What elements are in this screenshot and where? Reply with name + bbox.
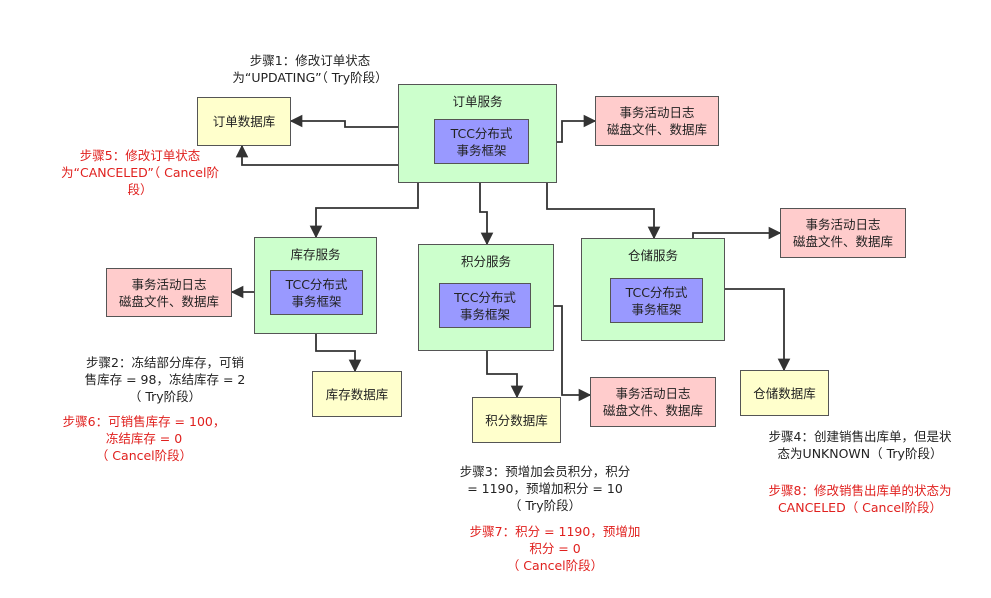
arrow-inventory-to-db — [315, 334, 362, 373]
inventory-service-label: 库存服务 — [290, 247, 341, 262]
step6-note: 步骤6：可销售库存 = 100， 冻结库存 = 0 （ Cancel阶段） — [54, 413, 234, 464]
step8-note: 步骤8：修改销售出库单的状态为 CANCELED（ Cancel阶段） — [760, 482, 960, 516]
step2-line2: 售库存 = 98，冻结库存 = 2 — [84, 372, 246, 387]
step3-note: 步骤3：预增加会员积分，积分 = 1190，预增加积分 = 10 （ Try阶段… — [450, 463, 640, 514]
warehouse-database-label: 仓储数据库 — [753, 385, 816, 401]
points-log-line1: 事务活动日志 — [615, 386, 691, 401]
step5-line2: 为“CANCELED”（ Cancel阶 — [61, 165, 219, 180]
step7-line1: 步骤7：积分 = 1190，预增加 — [469, 524, 641, 539]
step6-line3: （ Cancel阶段） — [95, 448, 193, 463]
inventory-log-line2: 磁盘文件、数据库 — [118, 293, 219, 309]
order-service-label: 订单服务 — [452, 94, 503, 109]
arrow-order-to-db-cancel — [235, 144, 398, 166]
step1-line1: 步骤1：修改订单状态 — [249, 53, 371, 68]
order-log-line1: 事务活动日志 — [619, 105, 695, 120]
step2-line1: 步骤2：冻结部分库存，可销 — [86, 355, 244, 370]
inventory-tcc-framework: TCC分布式 事务框架 — [270, 270, 363, 315]
inventory-log: 事务活动日志 磁盘文件、数据库 — [106, 268, 232, 317]
order-tcc-line2: 事务框架 — [456, 142, 507, 158]
order-database-label: 订单数据库 — [212, 114, 276, 129]
points-tcc-framework: TCC分布式 事务框架 — [439, 283, 531, 328]
warehouse-tcc-line1: TCC分布式 — [625, 284, 688, 300]
order-log: 事务活动日志 磁盘文件、数据库 — [595, 96, 719, 146]
step2-note: 步骤2：冻结部分库存，可销 售库存 = 98，冻结库存 = 2 （ Try阶段） — [75, 354, 255, 405]
inventory-tcc-line2: 事务框架 — [291, 293, 342, 309]
points-database: 积分数据库 — [472, 397, 561, 443]
points-tcc-line1: TCC分布式 — [454, 289, 516, 305]
step2-line3: （ Try阶段） — [128, 389, 202, 404]
step4-note: 步骤4：创建销售出库单，但是状 态为UNKNOWN（ Try阶段） — [760, 428, 960, 462]
step6-line2: 冻结库存 = 0 — [105, 431, 183, 446]
step4-line2: 态为UNKNOWN（ Try阶段） — [777, 446, 943, 461]
step3-line1: 步骤3：预增加会员积分，积分 — [459, 464, 631, 479]
step3-line3: （ Try阶段） — [508, 498, 582, 513]
warehouse-log-line1: 事务活动日志 — [805, 217, 881, 232]
order-tcc-line1: TCC分布式 — [450, 125, 513, 141]
warehouse-tcc-framework: TCC分布式 事务框架 — [610, 278, 703, 323]
warehouse-service-label: 仓储服务 — [627, 248, 678, 263]
inventory-log-line1: 事务活动日志 — [131, 276, 207, 292]
inventory-database-label: 库存数据库 — [325, 386, 389, 402]
step1-line2: 为“UPDATING”（ Try阶段） — [232, 70, 388, 85]
inventory-database: 库存数据库 — [312, 371, 402, 417]
order-database: 订单数据库 — [197, 97, 291, 146]
warehouse-log-line2: 磁盘文件、数据库 — [792, 234, 893, 249]
points-database-label: 积分数据库 — [485, 412, 548, 428]
step4-line1: 步骤4：创建销售出库单，但是状 — [768, 429, 952, 444]
arrow-warehouse-to-db — [725, 288, 791, 372]
step6-line1: 步骤6：可销售库存 = 100， — [62, 414, 226, 429]
order-log-line2: 磁盘文件、数据库 — [606, 122, 707, 137]
points-log-line2: 磁盘文件、数据库 — [602, 403, 703, 418]
arrow-order-to-points — [479, 183, 494, 246]
order-tcc-framework: TCC分布式 事务框架 — [434, 119, 529, 164]
arrow-order-to-warehouse — [546, 183, 661, 240]
arrow-points-to-db — [486, 351, 524, 399]
step8-line1: 步骤8：修改销售出库单的状态为 — [768, 483, 952, 498]
step5-line3: 段） — [127, 182, 153, 197]
step5-line1: 步骤5：修改订单状态 — [79, 148, 201, 163]
step5-note: 步骤5：修改订单状态 为“CANCELED”（ Cancel阶 段） — [50, 147, 230, 198]
warehouse-log: 事务活动日志 磁盘文件、数据库 — [780, 208, 906, 258]
warehouse-database: 仓储数据库 — [740, 370, 829, 416]
step7-line3: （ Cancel阶段） — [506, 558, 604, 573]
arrow-order-to-inventory — [309, 183, 419, 239]
step1-note: 步骤1：修改订单状态 为“UPDATING”（ Try阶段） — [220, 52, 400, 86]
step7-note: 步骤7：积分 = 1190，预增加 积分 = 0 （ Cancel阶段） — [460, 523, 650, 574]
arrow-order-to-db-try — [289, 114, 398, 128]
step8-line2: CANCELED（ Cancel阶段） — [777, 500, 943, 515]
warehouse-tcc-line2: 事务框架 — [631, 301, 682, 317]
step7-line2: 积分 = 0 — [529, 541, 581, 556]
inventory-tcc-line1: TCC分布式 — [285, 276, 348, 292]
points-service-label: 积分服务 — [460, 254, 511, 269]
points-log: 事务活动日志 磁盘文件、数据库 — [590, 377, 716, 427]
step3-line2: = 1190，预增加积分 = 10 — [467, 481, 623, 496]
points-tcc-line2: 事务框架 — [459, 306, 510, 322]
